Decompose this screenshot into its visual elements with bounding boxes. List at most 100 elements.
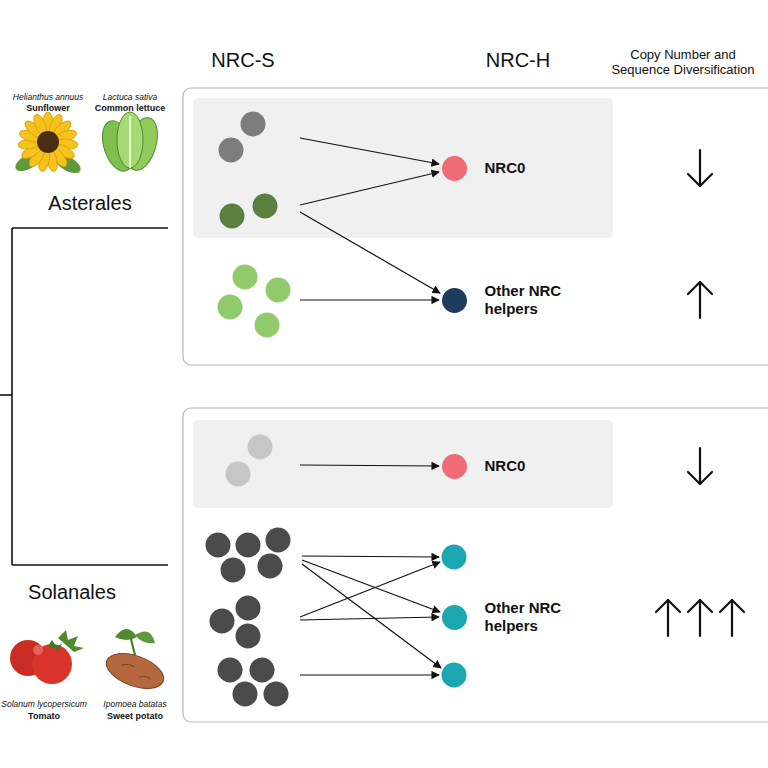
node-circle [442, 288, 467, 313]
helper-name: NRC0 [485, 159, 590, 177]
signalling-arrow [300, 212, 440, 293]
highlight [33, 645, 43, 655]
decrease-arrow [699, 448, 701, 484]
leaf-vein [129, 116, 131, 168]
sensor-circle [219, 138, 244, 163]
increase-arrow [699, 600, 701, 636]
decrease-arrow-head [688, 472, 712, 484]
flower-center [37, 131, 59, 153]
signalling-arrow [302, 564, 441, 668]
nrc0-band [193, 420, 613, 508]
common-name: Sweet potato [107, 711, 163, 721]
helper-circle [442, 663, 467, 688]
tree-branch [12, 564, 168, 566]
phylogeny-tree [0, 228, 168, 565]
clade-panel [183, 408, 768, 722]
clade-panel [183, 88, 768, 365]
node-outline [442, 156, 467, 181]
species-name: Helianthus annuus [13, 93, 83, 103]
common-name: Sunflower [26, 103, 70, 113]
common-name: Common lettuce [95, 103, 166, 113]
increase-arrow [667, 600, 669, 636]
column-header: NRC-H [486, 49, 550, 72]
clade-name: Asterales [48, 192, 131, 215]
sensor-circle [266, 278, 291, 303]
sensor-circle [220, 204, 245, 229]
sensor-circle [255, 313, 280, 338]
helper-circle [442, 545, 467, 570]
sensor-circle [218, 658, 243, 683]
nrc0-band [193, 98, 613, 238]
signalling-arrow [300, 172, 439, 205]
tree-branch [11, 228, 13, 565]
sensor-circle [264, 682, 289, 707]
tree-branch [0, 394, 12, 396]
sensor-circle [236, 596, 261, 621]
tomato-leaves [58, 630, 84, 652]
sensor-circle [210, 609, 235, 634]
increase-arrow-head [688, 282, 712, 294]
sensor-circle [226, 462, 251, 487]
signalling-arrow [300, 299, 439, 300]
stem [131, 639, 135, 655]
increase-arrow-head [656, 600, 680, 612]
decrease-arrow [699, 150, 701, 186]
leaf [135, 631, 155, 643]
increase-arrow-head [688, 600, 712, 612]
sensor-circle [236, 533, 261, 558]
clade-name: Solanales [28, 581, 116, 604]
leaf [117, 112, 143, 168]
trend-arrows [656, 150, 744, 636]
sunflower-illustration [12, 112, 83, 177]
nrc0-circle: NRC0 [442, 156, 467, 181]
common-name: Tomato [28, 711, 60, 721]
signalling-arrow [300, 674, 439, 675]
node-outline [442, 454, 467, 479]
sensor-circle [250, 658, 275, 683]
node-outline [442, 605, 467, 630]
sensor-circle [218, 295, 243, 320]
tuber-mark [121, 664, 151, 679]
helper-name: Other NRC helpers [485, 282, 590, 318]
sensor-circle [258, 554, 283, 579]
sensor-circle [236, 624, 261, 649]
sensor-circle [266, 528, 291, 553]
tuber [102, 647, 169, 696]
signalling-arrow [300, 465, 439, 466]
sweet-potato-illustration [102, 629, 169, 695]
increase-arrow [731, 600, 733, 636]
signalling-arrows [300, 138, 441, 675]
node-circle [442, 605, 467, 630]
species-name: Solanum lycopersicum [1, 700, 87, 710]
node-circle [442, 454, 467, 479]
species-name: Lactuca sativa [103, 93, 157, 103]
sensor-circle [253, 194, 278, 219]
signalling-arrow [302, 556, 439, 557]
sensor-circle [233, 682, 258, 707]
leaf [115, 629, 137, 640]
signalling-arrow [300, 617, 439, 620]
tree-branch [12, 227, 168, 229]
tomato-illustration [10, 630, 84, 684]
column-header: Copy Number and Sequence Diversification [603, 48, 763, 78]
increase-arrow-head [720, 600, 744, 612]
decrease-arrow-head [688, 174, 712, 186]
signalling-arrow [300, 138, 439, 164]
species-name: Ipomoea batatas [103, 700, 166, 710]
sensor-circle [241, 112, 266, 137]
tomato-fruit [32, 644, 72, 684]
lettuce-illustration [97, 112, 163, 175]
node-outline [442, 288, 467, 313]
node-circle [442, 156, 467, 181]
column-header: NRC-S [211, 49, 274, 72]
helper-name: NRC0 [485, 457, 590, 475]
sensor-circle [233, 265, 258, 290]
helper-circle: Other NRC helpers [442, 605, 467, 630]
helper-circle: Other NRC helpers [442, 288, 467, 313]
sensor-circle [206, 533, 231, 558]
nrc0-circle: NRC0 [442, 454, 467, 479]
signalling-arrow [302, 560, 440, 612]
tomato-calyx [48, 640, 62, 650]
